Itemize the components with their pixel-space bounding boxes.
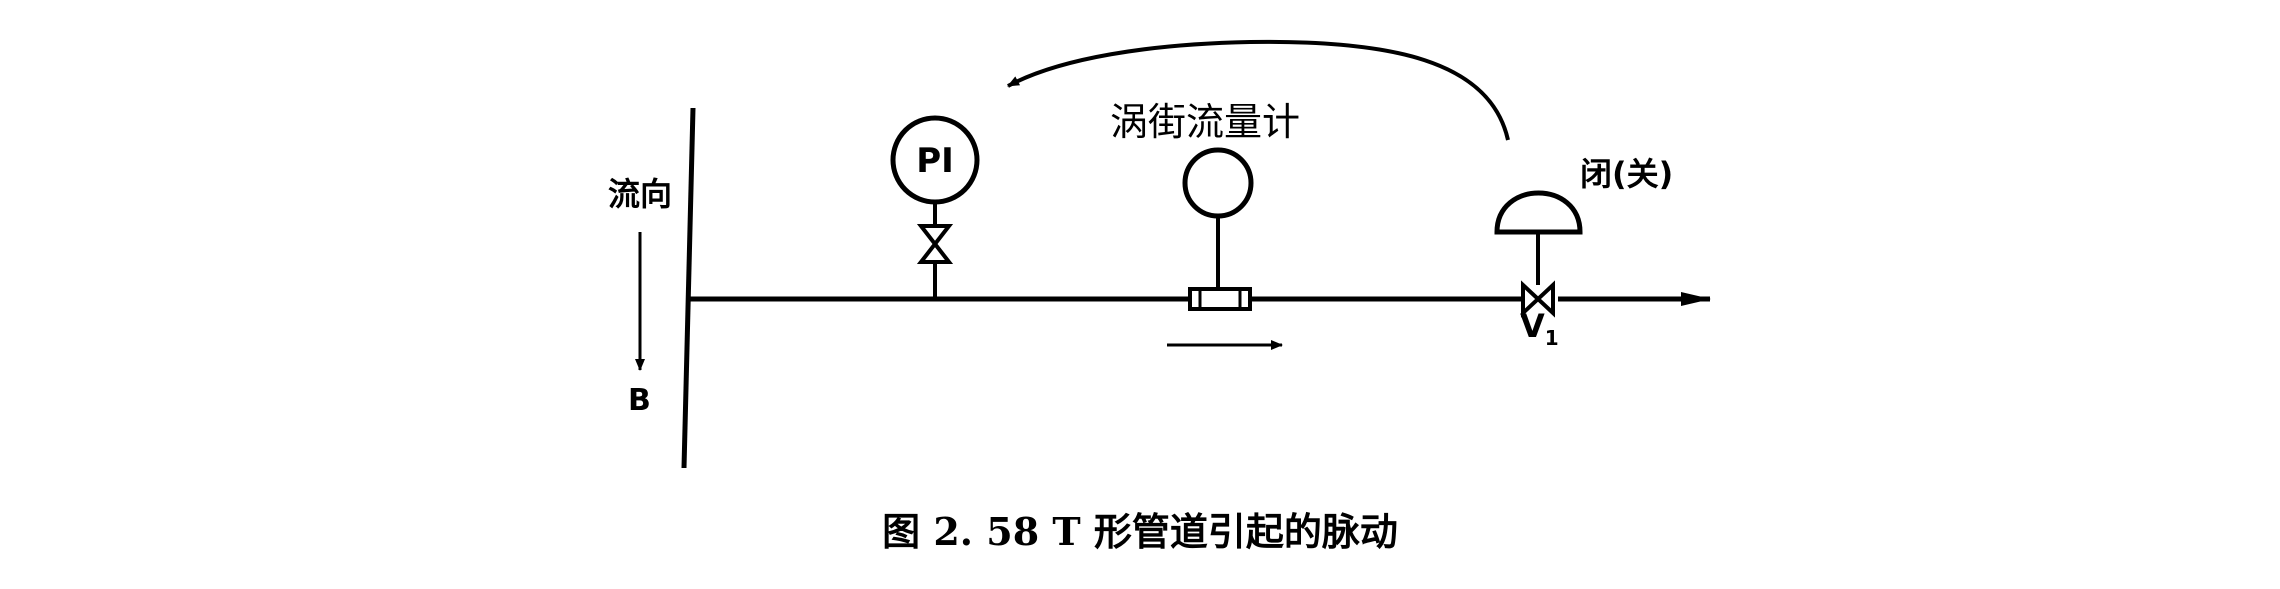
- valve-name: V: [1520, 307, 1545, 345]
- branch-label: B: [628, 383, 651, 418]
- flowmeter-circle: [1182, 147, 1254, 219]
- flowmeter-label: 涡街流量计: [1110, 100, 1300, 144]
- valve-name-label: V1: [1520, 307, 1559, 350]
- valve-subscript: 1: [1545, 326, 1559, 350]
- figure-caption: 图 2. 58 T 形管道引起的脉动: [882, 509, 1398, 554]
- flowmeter-body: [1188, 287, 1252, 311]
- valve-actuator-dome: [1494, 190, 1583, 235]
- pressure-indicator-label: PI: [916, 141, 954, 181]
- pulsation-feedback-arrow: [1007, 39, 1510, 141]
- isolation-valve-icon: [916, 224, 954, 264]
- flow-direction-label: 流向: [608, 175, 672, 213]
- vertical-main-pipe: [681, 107, 696, 469]
- control-valve-icon: [1521, 280, 1555, 318]
- valve-state-label: 闭(关): [1580, 155, 1673, 193]
